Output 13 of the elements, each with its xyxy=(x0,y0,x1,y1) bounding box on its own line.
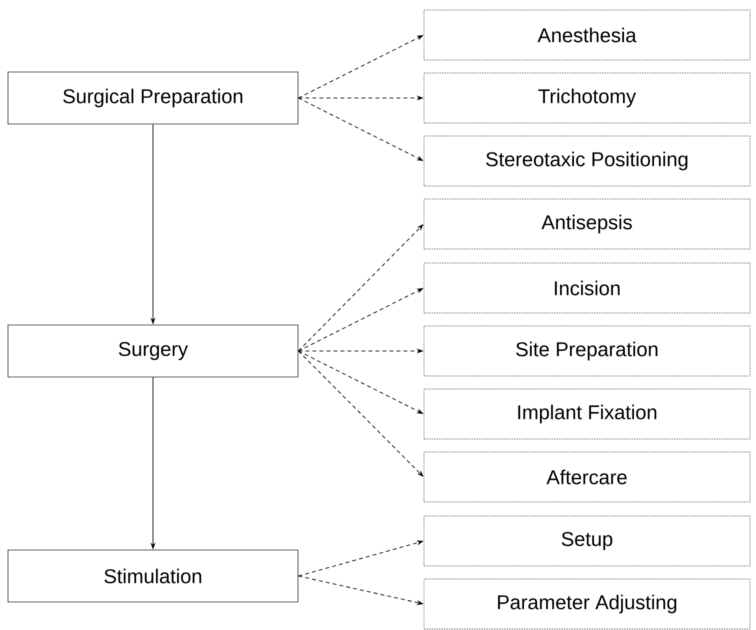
substep-box: Trichotomy xyxy=(424,72,750,124)
substep-box: Setup xyxy=(424,516,750,566)
substep-box: Parameter Adjusting xyxy=(424,578,750,630)
substep-box: Stereotaxic Positioning xyxy=(424,136,750,186)
substep-box: Incision xyxy=(424,262,750,314)
substep-box: Implant Fixation xyxy=(424,388,750,440)
step-box: Surgery xyxy=(8,324,298,378)
step-box: Stimulation xyxy=(8,550,298,602)
substep-box: Aftercare xyxy=(424,452,750,502)
substep-box: Antisepsis xyxy=(424,198,750,250)
substep-box: Anesthesia xyxy=(424,10,750,60)
step-box: Surgical Preparation xyxy=(8,72,298,124)
substep-box: Site Preparation xyxy=(424,326,750,376)
